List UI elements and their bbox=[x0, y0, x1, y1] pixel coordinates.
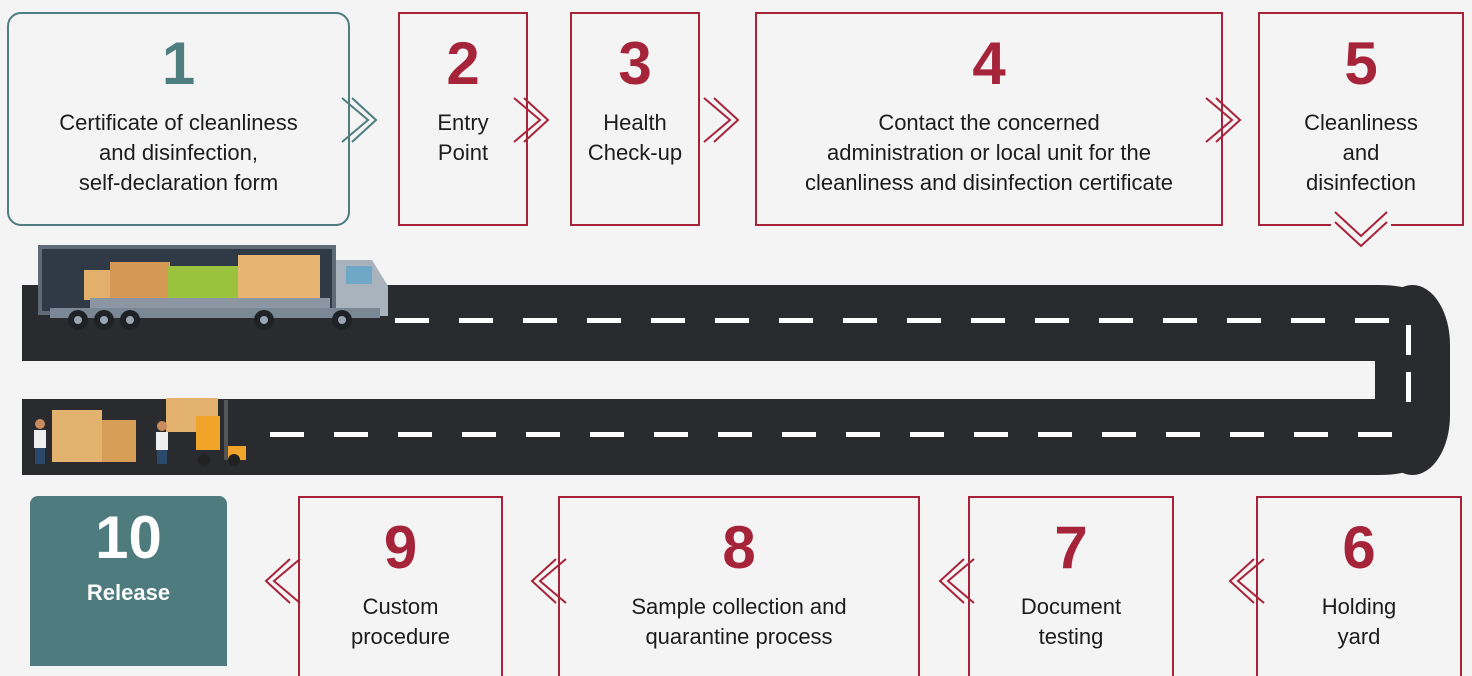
step-label: Contact the concerned administration or … bbox=[804, 110, 1174, 195]
lane-dash bbox=[523, 318, 557, 323]
step-number: 9 bbox=[383, 514, 418, 581]
step-label: Entry Point bbox=[437, 110, 489, 165]
step-number: 2 bbox=[446, 30, 480, 97]
lane-dash bbox=[651, 318, 685, 323]
lane-dash bbox=[1102, 432, 1136, 437]
chevron-right-icon bbox=[1205, 97, 1242, 143]
step-number: 3 bbox=[618, 30, 652, 97]
lane-dash bbox=[1406, 325, 1411, 355]
lane-dash bbox=[590, 432, 624, 437]
lane-dash bbox=[846, 432, 880, 437]
step-number: 7 bbox=[1054, 514, 1088, 581]
lane-dash bbox=[587, 318, 621, 323]
chevron-left-icon bbox=[264, 558, 301, 604]
lane-dash bbox=[459, 318, 493, 323]
lane-dash bbox=[270, 432, 304, 437]
chevron-left-icon bbox=[530, 558, 567, 604]
chevron-down-icon bbox=[1331, 208, 1391, 248]
forklift-icon bbox=[52, 398, 246, 466]
lane-dash bbox=[1163, 318, 1197, 323]
lane-dash bbox=[1227, 318, 1261, 323]
step-number: 1 bbox=[161, 30, 196, 97]
lane-dash bbox=[1230, 432, 1264, 437]
chevron-right-icon bbox=[513, 97, 550, 143]
step-6-card: 6 Holding yard bbox=[1256, 496, 1462, 676]
lane-dash bbox=[1035, 318, 1069, 323]
step-2-card: 2 Entry Point bbox=[398, 12, 528, 226]
step-9-card: 9 Custom procedure bbox=[298, 496, 503, 676]
lane-dash bbox=[1166, 432, 1200, 437]
lane-dash bbox=[526, 432, 560, 437]
step-label: Cleanliness and disinfection bbox=[1304, 110, 1418, 195]
step-number: 5 bbox=[1344, 30, 1378, 97]
lane-dash bbox=[1099, 318, 1133, 323]
step-number: 6 bbox=[1342, 514, 1376, 581]
lane-dash bbox=[1038, 432, 1072, 437]
lane-dashes bbox=[270, 318, 1411, 437]
lane-dash bbox=[715, 318, 749, 323]
step-label: Sample collection and quarantine process bbox=[631, 594, 847, 649]
step-5-card: 5 Cleanliness and disinfection bbox=[1258, 12, 1464, 226]
chevron-right-icon bbox=[341, 97, 378, 143]
lane-dash bbox=[779, 318, 813, 323]
step-8-card: 8 Sample collection and quarantine proce… bbox=[558, 496, 920, 676]
lane-dash bbox=[1291, 318, 1325, 323]
lane-dash bbox=[971, 318, 1005, 323]
lane-dash bbox=[1355, 318, 1389, 323]
lane-dash bbox=[1406, 372, 1411, 402]
worker-icon bbox=[34, 419, 168, 464]
lane-dash bbox=[718, 432, 752, 437]
lane-dash bbox=[654, 432, 688, 437]
step-10-card: 10 Release bbox=[30, 496, 227, 666]
lane-dash bbox=[395, 318, 429, 323]
step-label: Custom procedure bbox=[350, 594, 451, 649]
chevron-left-icon bbox=[938, 558, 975, 604]
step-label: Health Check-up bbox=[587, 110, 683, 165]
lane-dash bbox=[907, 318, 941, 323]
step-number: 8 bbox=[722, 514, 756, 581]
step-label: Holding yard bbox=[1321, 594, 1397, 649]
lane-dash bbox=[782, 432, 816, 437]
step-label: Certificate of cleanliness and disinfect… bbox=[59, 110, 298, 195]
lane-dash bbox=[334, 432, 368, 437]
chevron-left-icon bbox=[1228, 558, 1265, 604]
step-3-card: 3 Health Check-up bbox=[570, 12, 700, 226]
step-label: Document testing bbox=[1020, 594, 1122, 649]
step-number: 4 bbox=[972, 30, 1006, 97]
lane-dash bbox=[1294, 432, 1328, 437]
lane-dash bbox=[974, 432, 1008, 437]
step-label: Release bbox=[86, 580, 171, 605]
truck-icon bbox=[38, 245, 388, 330]
step-number: 10 bbox=[95, 504, 162, 571]
lane-dash bbox=[1358, 432, 1392, 437]
lane-dash bbox=[910, 432, 944, 437]
lane-dash bbox=[462, 432, 496, 437]
step-4-card: 4 Contact the concerned administration o… bbox=[755, 12, 1223, 226]
lane-dash bbox=[843, 318, 877, 323]
chevron-right-icon bbox=[703, 97, 740, 143]
step-7-card: 7 Document testing bbox=[968, 496, 1174, 676]
lane-dash bbox=[398, 432, 432, 437]
step-1-card: 1 Certificate of cleanliness and disinfe… bbox=[7, 12, 350, 226]
